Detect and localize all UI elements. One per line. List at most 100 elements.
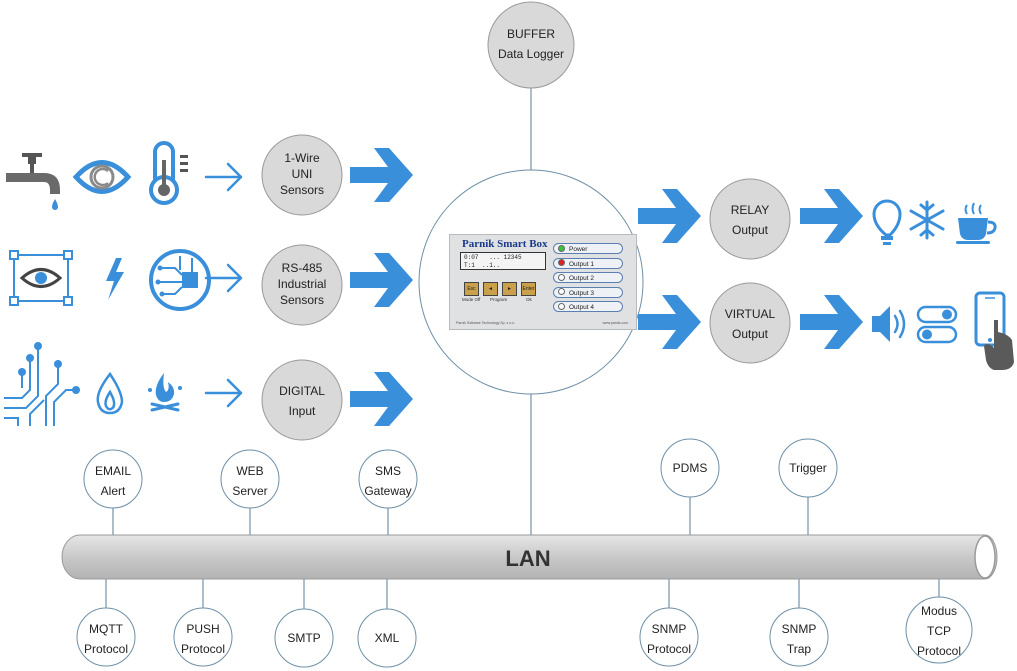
coffee-cup-icon xyxy=(956,202,997,244)
faucet-icon xyxy=(6,153,60,210)
service-mqtt-protocol: MQTT Protocol xyxy=(76,607,136,667)
thick-arrow-icon xyxy=(800,189,863,243)
enter-button-caption: Ok xyxy=(526,297,532,302)
input-node-digital: DIGITAL Input xyxy=(261,359,343,441)
device-footer-left: Parnik Software Technology Sp. z o.o. xyxy=(456,321,516,325)
node-line: Protocol xyxy=(647,642,691,656)
node-line: WEB xyxy=(236,464,263,478)
node-line: Protocol xyxy=(181,642,225,656)
node-line: Server xyxy=(232,484,267,498)
service-trigger: Trigger xyxy=(778,438,838,498)
led-dot xyxy=(558,259,565,267)
led-output-2: Output 2 xyxy=(553,272,623,283)
snowflake-icon xyxy=(909,200,945,240)
esc-button: Esc xyxy=(464,282,479,296)
node-line: MQTT xyxy=(89,622,124,636)
node-line: SMTP xyxy=(287,631,320,645)
node-line: Input xyxy=(289,404,316,418)
led-label: Power xyxy=(569,246,588,253)
lightning-icon xyxy=(106,258,124,300)
eye-icon xyxy=(72,160,132,194)
toggle-switches-icon xyxy=(916,305,958,344)
led-output-3: Output 3 xyxy=(553,286,623,298)
right-button: ► xyxy=(502,282,517,296)
buffer-label: BUFFER xyxy=(507,27,555,41)
service-pdms: PDMS xyxy=(660,438,720,498)
node-line: EMAIL xyxy=(95,464,131,478)
node-line: Gateway xyxy=(364,484,411,498)
buffer-data-logger-node: BUFFER Data Logger xyxy=(487,1,575,89)
vision-sensor-icon xyxy=(9,250,73,306)
input-node-1wire: 1-Wire UNI Sensors xyxy=(261,134,343,216)
thin-arrow-icon xyxy=(204,162,243,192)
node-line: Output xyxy=(732,223,769,237)
output-node-relay: RELAY Output xyxy=(709,178,791,260)
device-leds: Power Output 1 Output 2 Output 3 Output … xyxy=(553,243,623,316)
program-caption: Program xyxy=(490,297,508,302)
node-line: UNI xyxy=(292,167,313,181)
led-dot xyxy=(558,244,565,252)
node-line: SNMP xyxy=(652,622,687,636)
led-output-4: Output 4 xyxy=(553,301,623,312)
lcd-line-2: T:1 ..1.. xyxy=(464,262,501,269)
thin-arrow-icon xyxy=(204,263,243,293)
data-logger-label: Data Logger xyxy=(498,47,564,61)
node-line: PUSH xyxy=(186,622,219,636)
smartphone-touch-icon xyxy=(974,291,1014,370)
speaker-icon xyxy=(872,306,906,342)
service-smtp: SMTP xyxy=(274,608,334,668)
connector-lines xyxy=(105,88,940,610)
output-node-virtual: VIRTUAL Output xyxy=(709,282,791,364)
node-line: RELAY xyxy=(731,203,769,217)
service-xml: XML xyxy=(357,608,417,668)
input-node-rs485: RS-485 Industrial Sensors xyxy=(261,244,343,326)
service-snmp-trap: SNMP Trap xyxy=(769,607,829,667)
service-snmp-protocol: SNMP Protocol xyxy=(639,607,699,667)
fire-icon xyxy=(148,373,182,412)
node-line: SMS xyxy=(375,464,401,478)
led-dot xyxy=(558,288,565,296)
device-buttons: Esc ◄ ► Enter xyxy=(464,282,536,296)
node-line: Sensors xyxy=(280,183,324,197)
left-button: ◄ xyxy=(483,282,498,296)
node-line: Trigger xyxy=(789,461,827,475)
thick-arrow-icon xyxy=(350,148,413,202)
thick-arrow-icon xyxy=(638,295,701,349)
lightbulb-icon xyxy=(872,199,902,245)
thick-arrow-icon xyxy=(350,253,413,307)
service-modus-tcp-protocol: Modus TCP Protocol xyxy=(905,596,973,664)
led-power: Power xyxy=(553,243,623,254)
device-title: Parnik Smart Box xyxy=(462,238,548,250)
led-dot xyxy=(558,273,565,281)
led-label: Output 4 xyxy=(569,304,594,311)
led-label: Output 2 xyxy=(569,275,594,282)
lcd-line-1: 0:07 ... 12345 xyxy=(464,254,522,261)
node-line: Protocol xyxy=(84,642,128,656)
thick-arrow-icon xyxy=(350,372,413,426)
node-line: Output xyxy=(732,327,769,341)
lan-label: LAN xyxy=(505,546,550,571)
thin-arrow-icon xyxy=(204,378,243,408)
flame-icon xyxy=(96,371,124,415)
service-email-alert: EMAIL Alert xyxy=(83,449,143,509)
led-output-1: Output 1 xyxy=(553,257,623,269)
thick-arrow-icon xyxy=(800,295,863,349)
node-line: VIRTUAL xyxy=(725,307,776,321)
circuit-traces-icon xyxy=(4,342,80,426)
lan-bus: LAN xyxy=(61,534,998,580)
enter-button: Enter xyxy=(521,282,536,296)
node-line: TCP xyxy=(927,624,951,638)
node-line: Sensors xyxy=(280,293,324,307)
thick-arrow-icon xyxy=(638,189,701,243)
node-line: Protocol xyxy=(917,644,961,658)
node-line: Trap xyxy=(787,642,812,656)
service-push-protocol: PUSH Protocol xyxy=(173,607,233,667)
service-sms-gateway: SMS Gateway xyxy=(358,449,418,509)
node-line: DIGITAL xyxy=(279,384,325,398)
led-label: Output 3 xyxy=(569,289,594,297)
node-line: Modus xyxy=(921,604,957,618)
service-web-server: WEB Server xyxy=(220,449,280,509)
